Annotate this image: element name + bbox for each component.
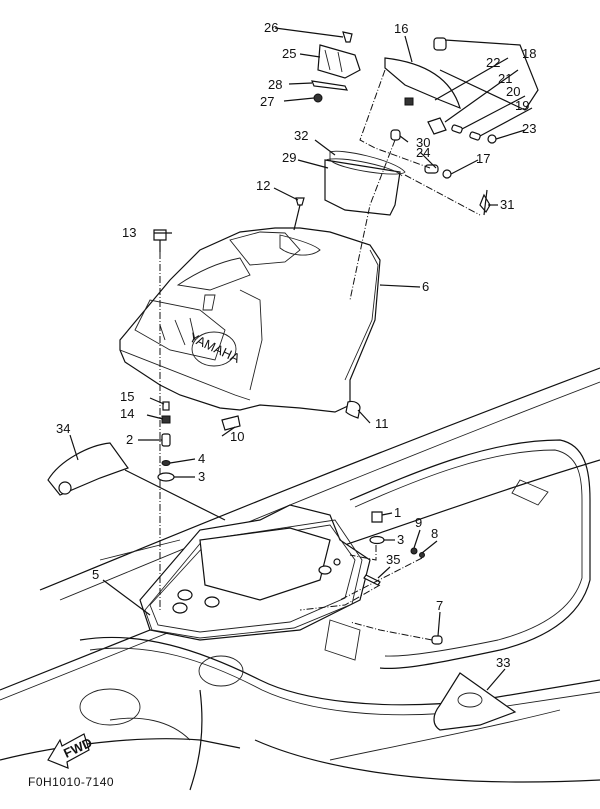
label-3-right: 3	[397, 532, 404, 547]
part-34-vent-cover	[47, 442, 129, 496]
label-12: 12	[256, 178, 270, 193]
part-4-washer	[161, 460, 171, 466]
label-35: 35	[386, 552, 400, 567]
part-labels: 26 25 28 27 16 18 22 21 20 19 23 24 17 3…	[56, 20, 536, 670]
part-23-nut	[487, 134, 497, 144]
label-22: 22	[486, 55, 500, 70]
label-6: 6	[422, 279, 429, 294]
part-32-gasket	[329, 150, 406, 175]
part-15-collar	[162, 401, 170, 411]
hull-deck	[0, 367, 600, 791]
label-25: 25	[282, 46, 296, 61]
part-19-bolt	[469, 131, 481, 141]
label-17: 17	[476, 151, 490, 166]
part-3-washer	[157, 472, 175, 482]
part-22	[404, 97, 414, 106]
label-13: 13	[122, 225, 136, 240]
part-3-washer-right	[369, 535, 385, 545]
label-10: 10	[230, 429, 244, 444]
part-10-seal-clip	[221, 415, 241, 431]
label-7: 7	[436, 598, 443, 613]
label-24: 24	[416, 145, 430, 160]
part-1-bolt	[371, 511, 383, 523]
label-11: 11	[375, 416, 389, 431]
label-29: 29	[282, 150, 296, 165]
part-30-collar	[390, 129, 401, 141]
part-21-latch	[427, 117, 447, 135]
fwd-label: FWD	[61, 735, 94, 761]
forward-direction-arrow: FWD	[47, 733, 94, 769]
label-4: 4	[198, 451, 205, 466]
label-20: 20	[506, 84, 520, 99]
label-18: 18	[522, 46, 536, 61]
label-15: 15	[120, 389, 134, 404]
part-16-cover	[384, 57, 461, 110]
part-2-bolt	[161, 433, 171, 447]
part-28-plate	[311, 80, 349, 91]
label-23: 23	[522, 121, 536, 136]
part-18-knob	[433, 37, 447, 51]
label-1: 1	[394, 505, 401, 520]
label-34: 34	[56, 421, 70, 436]
leader-lines	[69, 27, 533, 691]
part-26-screw	[342, 31, 353, 43]
label-9: 9	[415, 515, 422, 530]
label-19: 19	[515, 98, 529, 113]
label-30: 30	[416, 135, 430, 150]
part-24-spacer	[424, 164, 439, 174]
label-16: 16	[394, 21, 408, 36]
part-9-nut	[410, 547, 418, 555]
part-8-washer	[419, 552, 425, 558]
part-14-nut	[161, 415, 171, 424]
part-33-vent-cover	[433, 672, 517, 731]
part-35-stud	[363, 574, 381, 586]
part-20-spacer	[451, 124, 463, 134]
part-27-nut	[313, 93, 323, 103]
label-33: 33	[496, 655, 510, 670]
label-26: 26	[264, 20, 278, 35]
label-14: 14	[120, 406, 134, 421]
label-8: 8	[431, 526, 438, 541]
part-17-screw	[442, 169, 452, 179]
label-27: 27	[260, 94, 274, 109]
engine-bay-opening	[139, 504, 371, 641]
part-13-bolt	[153, 229, 167, 241]
label-32: 32	[294, 128, 308, 143]
part-11-stopper	[345, 400, 361, 419]
figure-code: F0H1010-7140	[28, 775, 114, 789]
label-21: 21	[498, 71, 512, 86]
label-31: 31	[500, 197, 514, 212]
hatch-cover: YAMAHA	[119, 227, 381, 413]
label-3: 3	[198, 469, 205, 484]
label-5: 5	[92, 567, 99, 582]
label-2: 2	[126, 432, 133, 447]
part-7-cap	[431, 635, 443, 645]
yamaha-logo-badge	[191, 331, 237, 367]
part-25-bracket	[317, 44, 361, 79]
label-28: 28	[268, 77, 282, 92]
